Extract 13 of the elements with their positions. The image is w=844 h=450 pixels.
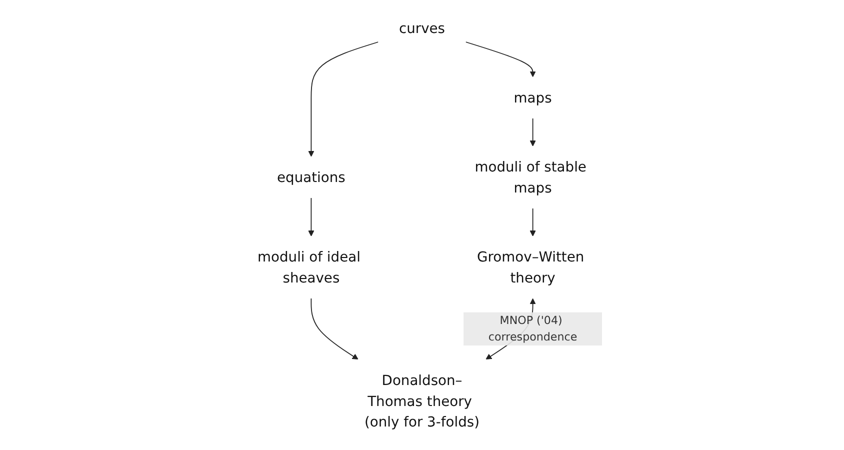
arrow [308, 198, 314, 236]
node-text: moduli of ideal sheaves [258, 248, 360, 286]
node-text: curves [398, 20, 446, 37]
node-text: equations [277, 168, 346, 186]
arrow [530, 118, 536, 146]
node-text: moduli of stable maps [474, 158, 586, 196]
arrow [308, 42, 379, 157]
node-text: Donaldson–Thomas theory (only for 3-folds) [364, 372, 480, 430]
arrow [310, 298, 358, 360]
arrow [465, 42, 536, 78]
node-text: maps [514, 89, 552, 106]
node-text: Gromov–Witten theory [477, 248, 584, 286]
arrow [530, 208, 536, 236]
